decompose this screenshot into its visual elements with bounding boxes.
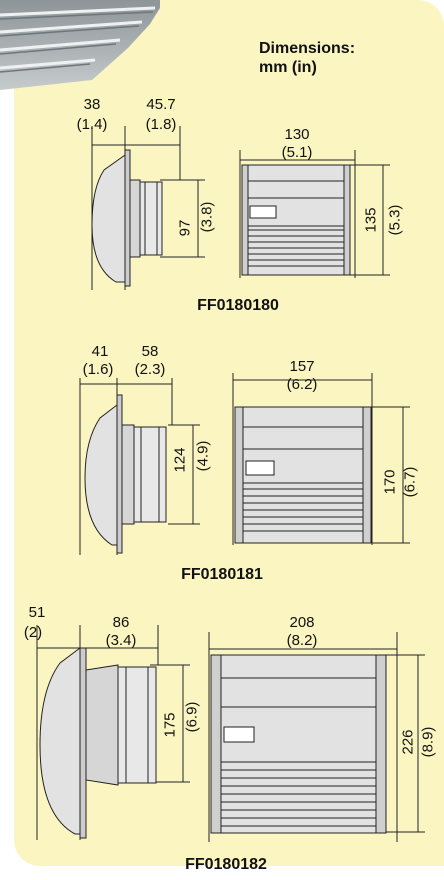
model-name: FF0180180 xyxy=(197,297,279,314)
dim-side-depth: 41 xyxy=(91,343,109,360)
dim-front-width: 157 xyxy=(289,358,315,375)
dim-side-depth: 38 xyxy=(83,96,101,113)
dim-side-width-in: (3.4) xyxy=(105,632,137,649)
model-name: FF0180182 xyxy=(185,856,267,873)
dim-side-width-in: (1.8) xyxy=(145,116,177,133)
dim-front-height-in: (8.9) xyxy=(419,726,437,758)
dim-front-width-in: (8.2) xyxy=(286,632,318,649)
dim-front-width-in: (5.1) xyxy=(281,144,313,161)
dim-front-width-in: (6.2) xyxy=(286,376,318,393)
dim-front-width: 208 xyxy=(289,614,315,631)
dim-side-depth-in: (1.6) xyxy=(82,361,114,378)
dim-side-width: 58 xyxy=(141,343,159,360)
dim-front-width: 130 xyxy=(284,126,310,143)
dim-side-depth-in: (2) xyxy=(23,624,43,641)
header-title-line1: Dimensions: xyxy=(259,40,356,57)
dim-side-depth: 51 xyxy=(28,604,46,621)
dim-side-width-in: (2.3) xyxy=(134,361,166,378)
header-title-line2: mm (in) xyxy=(259,59,317,76)
dim-side-depth-in: (1.4) xyxy=(76,116,108,133)
dim-side-width: 86 xyxy=(112,614,130,631)
fan-grille-photo xyxy=(0,0,160,90)
model-name: FF0180181 xyxy=(181,566,263,583)
dim-side-width: 45.7 xyxy=(146,96,176,113)
dim-front-height: 226 xyxy=(399,729,417,755)
